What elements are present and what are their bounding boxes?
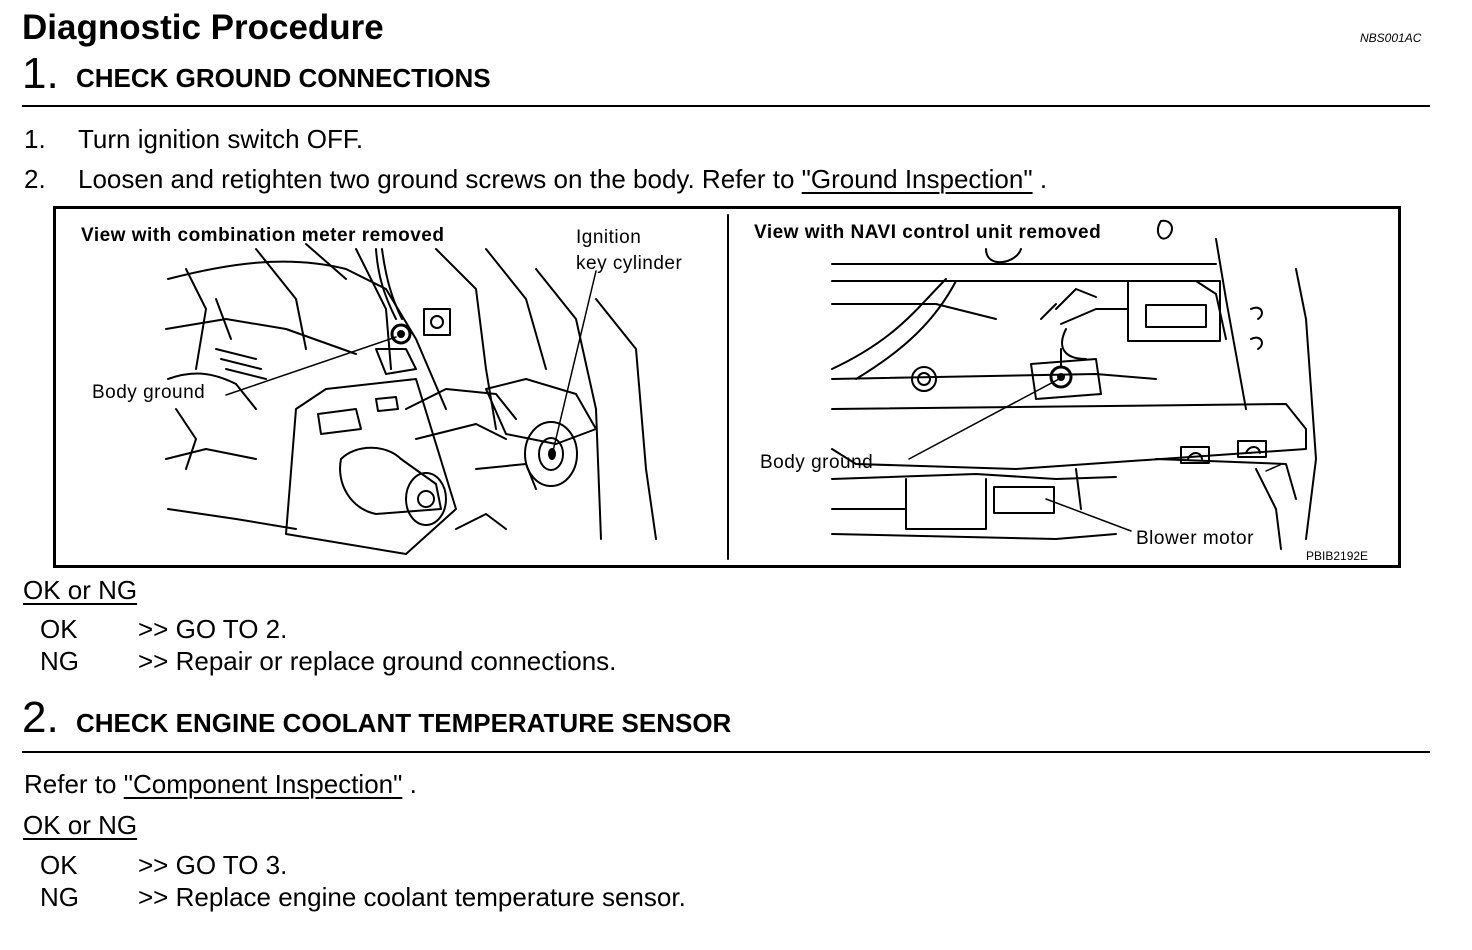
right-view-drawing — [831, 219, 1317, 550]
step-1-item-1-number: 1. — [24, 124, 46, 154]
figure-code: PBIB2192E — [1306, 549, 1369, 563]
step-2-ng-action: >> Replace engine coolant temperature se… — [138, 882, 686, 912]
left-body-ground-label: Body ground — [92, 382, 206, 403]
left-view-title: View with combination meter removed — [81, 225, 445, 246]
step-1-item-2-text: Loosen and retighten two ground screws o… — [78, 164, 795, 194]
left-view-drawing — [165, 243, 657, 555]
step-1-ng-action: >> Repair or replace ground connections. — [138, 646, 617, 676]
step-1-ok-status: OK — [40, 614, 78, 644]
step-2-refer-period: . — [409, 769, 417, 799]
right-body-ground-label: Body ground — [760, 452, 874, 473]
step-2-title: CHECK ENGINE COOLANT TEMPERATURE SENSOR — [76, 708, 732, 738]
step-2-ok-status: OK — [40, 850, 78, 880]
step-2-ng-status: NG — [40, 882, 79, 912]
component-inspection-link[interactable]: "Component Inspection" — [123, 769, 403, 799]
step-1-item-2-number: 2. — [24, 164, 46, 194]
blower-motor-label: Blower motor — [1136, 528, 1254, 549]
figure-illustration — [165, 214, 1317, 560]
ground-location-figure: View with combination meter removed Igni… — [53, 206, 1401, 568]
step-1-item-2-line: Loosen and retighten two ground screws o… — [78, 164, 1047, 195]
step-2-refer-prefix: Refer to — [24, 769, 117, 799]
step-2-ok-action: >> GO TO 3. — [138, 850, 288, 880]
step-1-ok-action: >> GO TO 2. — [138, 614, 288, 644]
ground-inspection-link[interactable]: "Ground Inspection" — [801, 164, 1033, 194]
step-1-item-1-text: Turn ignition switch OFF. — [78, 124, 364, 154]
right-view-title: View with NAVI control unit removed — [754, 222, 1102, 243]
step-2-number: 2. — [22, 693, 59, 742]
step-1-ok-ng-heading: OK or NG — [23, 575, 138, 605]
step-1-item-2-period: . — [1039, 164, 1048, 194]
ignition-label-line-1: Ignition — [576, 227, 642, 248]
step-1-ng-status: NG — [40, 646, 79, 676]
ignition-label-line-2: key cylinder — [576, 253, 683, 274]
step-1-title: CHECK GROUND CONNECTIONS — [76, 63, 491, 93]
step-2-refer-line: Refer to "Component Inspection" . — [24, 769, 417, 800]
page-title: Diagnostic Procedure — [22, 8, 384, 47]
step-1-divider — [22, 105, 1430, 107]
step-1-number: 1. — [22, 49, 59, 98]
step-2-ok-ng-heading: OK or NG — [23, 810, 138, 840]
step-2-divider — [22, 751, 1430, 753]
document-code: NBS001AC — [1360, 31, 1422, 45]
